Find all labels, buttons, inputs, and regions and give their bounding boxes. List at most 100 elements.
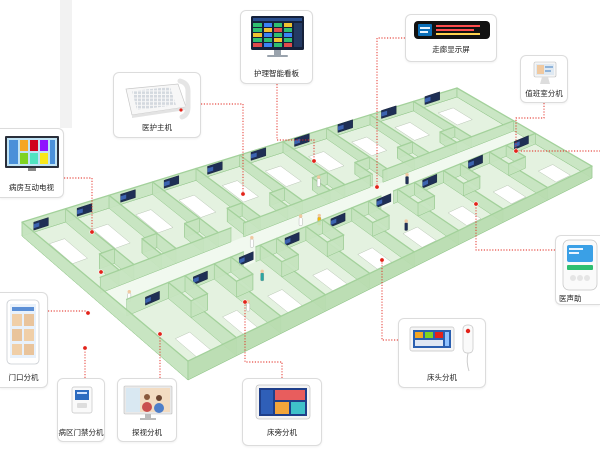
wall-screen-glare xyxy=(337,124,344,131)
person-head xyxy=(317,175,321,179)
wall-top-edge xyxy=(354,156,371,164)
marker-dot xyxy=(89,229,95,235)
wall-screen-glare xyxy=(120,194,127,201)
wall-top-edge xyxy=(413,181,436,197)
wall-top-edge xyxy=(235,273,254,282)
wall-top-edge xyxy=(184,274,209,295)
callout-label: 值班室分机 xyxy=(525,89,563,98)
bedside-tablet-icon xyxy=(255,384,311,420)
wall-top-edge xyxy=(98,247,116,255)
led-bar-display-icon xyxy=(414,21,490,39)
wall-top-edge xyxy=(151,181,219,234)
bed xyxy=(402,226,437,248)
intercom-console-icon xyxy=(125,78,191,120)
wall-screen-glare xyxy=(422,179,428,187)
wall-top-edge xyxy=(183,217,201,225)
wall-top-edge xyxy=(439,126,456,133)
wall-top-edge xyxy=(354,161,373,175)
callout-label: 护理智能看板 xyxy=(254,69,299,78)
callout-door-unit: 门口分机 xyxy=(0,292,48,388)
wall-screen-glare xyxy=(164,180,170,187)
wall-top-edge xyxy=(367,200,390,217)
callout-ward-tv: 病房互动电视 xyxy=(0,128,64,198)
leader-bedside-unit xyxy=(244,304,283,378)
wall-screen-glare xyxy=(376,199,383,206)
wall-top-edge xyxy=(392,132,536,192)
person-head xyxy=(127,289,131,294)
wall-screen-glare xyxy=(77,208,83,215)
wall-top-edge xyxy=(226,207,247,223)
wall-top-edge xyxy=(195,167,262,218)
marker-dot xyxy=(85,310,91,316)
marker-dot xyxy=(513,148,519,154)
callout-nurse-host: 医护主机 xyxy=(113,72,201,138)
wall-screen-glare xyxy=(33,222,40,229)
bed xyxy=(48,238,88,264)
leader-nurse-host xyxy=(201,103,244,192)
callout-ward-gate: 病区门禁分机 xyxy=(57,378,105,442)
wall-top-edge xyxy=(190,293,209,302)
person-head xyxy=(404,219,408,223)
callout-label: 病区门禁分机 xyxy=(58,428,104,437)
callout-visit-unit: 探视分机 xyxy=(117,378,177,442)
bed xyxy=(437,107,473,126)
bed xyxy=(221,180,260,203)
wall-screen-glare xyxy=(251,152,257,159)
bed xyxy=(394,122,431,141)
callout-label: 探视分机 xyxy=(132,428,162,437)
wall-top-edge xyxy=(238,154,304,202)
bed xyxy=(307,151,345,172)
video-monitor-icon xyxy=(123,385,173,420)
wall-top-edge xyxy=(269,192,289,207)
wall-top-edge xyxy=(371,214,390,224)
wall-top-edge xyxy=(226,202,243,209)
wall-top-edge xyxy=(99,227,232,278)
wall-top-edge xyxy=(456,87,593,167)
callout-bedside-unit: 床旁分机 xyxy=(242,378,322,446)
bed xyxy=(264,165,302,187)
wall-top-edge xyxy=(396,141,414,148)
bed xyxy=(537,164,571,183)
callout-label: 门口分机 xyxy=(8,373,39,382)
wall-top-edge xyxy=(276,237,299,256)
callout-voice-unit: 医声助 xyxy=(555,235,600,305)
bed xyxy=(135,209,174,234)
wall-top-edge xyxy=(369,114,430,154)
marker-dot xyxy=(157,331,163,337)
wall-screen-glare xyxy=(207,166,214,173)
wall-top-edge xyxy=(396,146,416,160)
access-control-icon xyxy=(71,386,93,414)
wall-top-edge xyxy=(459,163,481,177)
marker-dot xyxy=(473,201,479,207)
person-head xyxy=(260,269,264,273)
person-head xyxy=(317,213,321,218)
wall-top-edge xyxy=(269,186,286,194)
wall-top-edge xyxy=(64,208,135,266)
leader-bedhead-unit xyxy=(381,262,398,341)
wall-top-edge xyxy=(183,222,205,239)
wall-screen-glare xyxy=(239,257,245,264)
dashboard-monitor-icon xyxy=(251,16,304,57)
wall-top-edge xyxy=(230,256,254,275)
callout-label: 医声助 xyxy=(559,294,582,303)
wall-top-edge xyxy=(242,174,371,224)
callout-bedhead-unit: 床头分机 xyxy=(398,318,486,388)
wall-top-edge xyxy=(412,100,473,138)
person-head xyxy=(298,214,303,218)
wall-top-edge xyxy=(326,234,345,243)
wall-top-edge xyxy=(98,253,120,271)
wall-top-edge xyxy=(439,131,458,144)
wall-top-edge xyxy=(108,194,177,250)
leader-corridor-display xyxy=(376,37,405,185)
callout-duty-room: 值班室分机 xyxy=(520,55,568,103)
callout-label: 走廊显示屏 xyxy=(432,45,470,54)
bed xyxy=(92,223,131,249)
leader-nursing-board xyxy=(276,84,315,159)
marker-dot xyxy=(311,158,317,164)
wall-screen-glare xyxy=(424,96,431,103)
marker-dot xyxy=(82,345,88,351)
tv-icon xyxy=(5,136,59,171)
callout-nursing-board: 护理智能看板 xyxy=(240,10,313,84)
